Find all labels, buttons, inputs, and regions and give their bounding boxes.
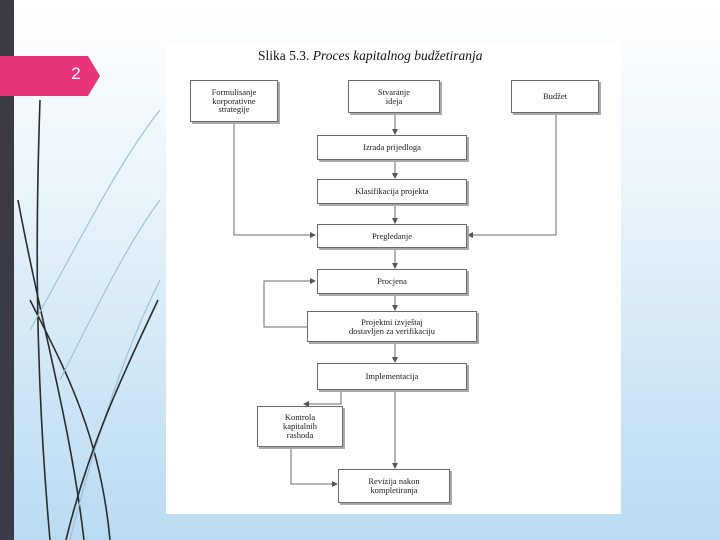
figure-title-text: Proces kapitalnog budžetiranja xyxy=(312,48,483,63)
node-budzet: Budžet xyxy=(511,80,599,113)
node-formulisanje-strategije: Formulisanje korporativne strategije xyxy=(190,80,278,122)
node-procjena: Procjena xyxy=(317,269,467,294)
node-kontrola-rashoda: Kontrola kapitalnih rashoda xyxy=(257,406,343,447)
node-revizija-nakon-kompletiranja: Revizija nakon kompletiranja xyxy=(338,469,450,503)
page-number-badge xyxy=(0,56,100,96)
diagram-connectors xyxy=(233,113,557,487)
node-implementacija: Implementacija xyxy=(317,363,467,390)
edge-formulisanje-pregledanje xyxy=(233,122,316,238)
node-izrada-prijedloga: Izrada prijedloga xyxy=(317,135,467,160)
node-stvaranje-ideja: Stvaranje ideja xyxy=(348,80,440,113)
node-pregledanje: Pregledanje xyxy=(317,224,467,248)
edge-kontrola-revizija xyxy=(290,447,338,487)
page-number: 2 xyxy=(71,64,81,83)
figure-title: Slika 5.3. Proces kapitalnog budžetiranj… xyxy=(258,48,558,64)
node-projektni-izvjestaj: Projektni izvještaj dostavljen za verifi… xyxy=(307,311,477,342)
edge-izvjestaj-procjena-loop xyxy=(263,278,316,328)
slide-left-bar xyxy=(0,0,14,540)
process-diagram-figure: Slika 5.3. Proces kapitalnog budžetiranj… xyxy=(166,42,621,514)
figure-title-prefix: Slika 5.3. xyxy=(258,48,310,63)
node-klasifikacija-projekta: Klasifikacija projekta xyxy=(317,179,467,204)
edge-implementacija-kontrola xyxy=(303,390,342,407)
edge-budzet-pregledanje xyxy=(467,113,557,238)
